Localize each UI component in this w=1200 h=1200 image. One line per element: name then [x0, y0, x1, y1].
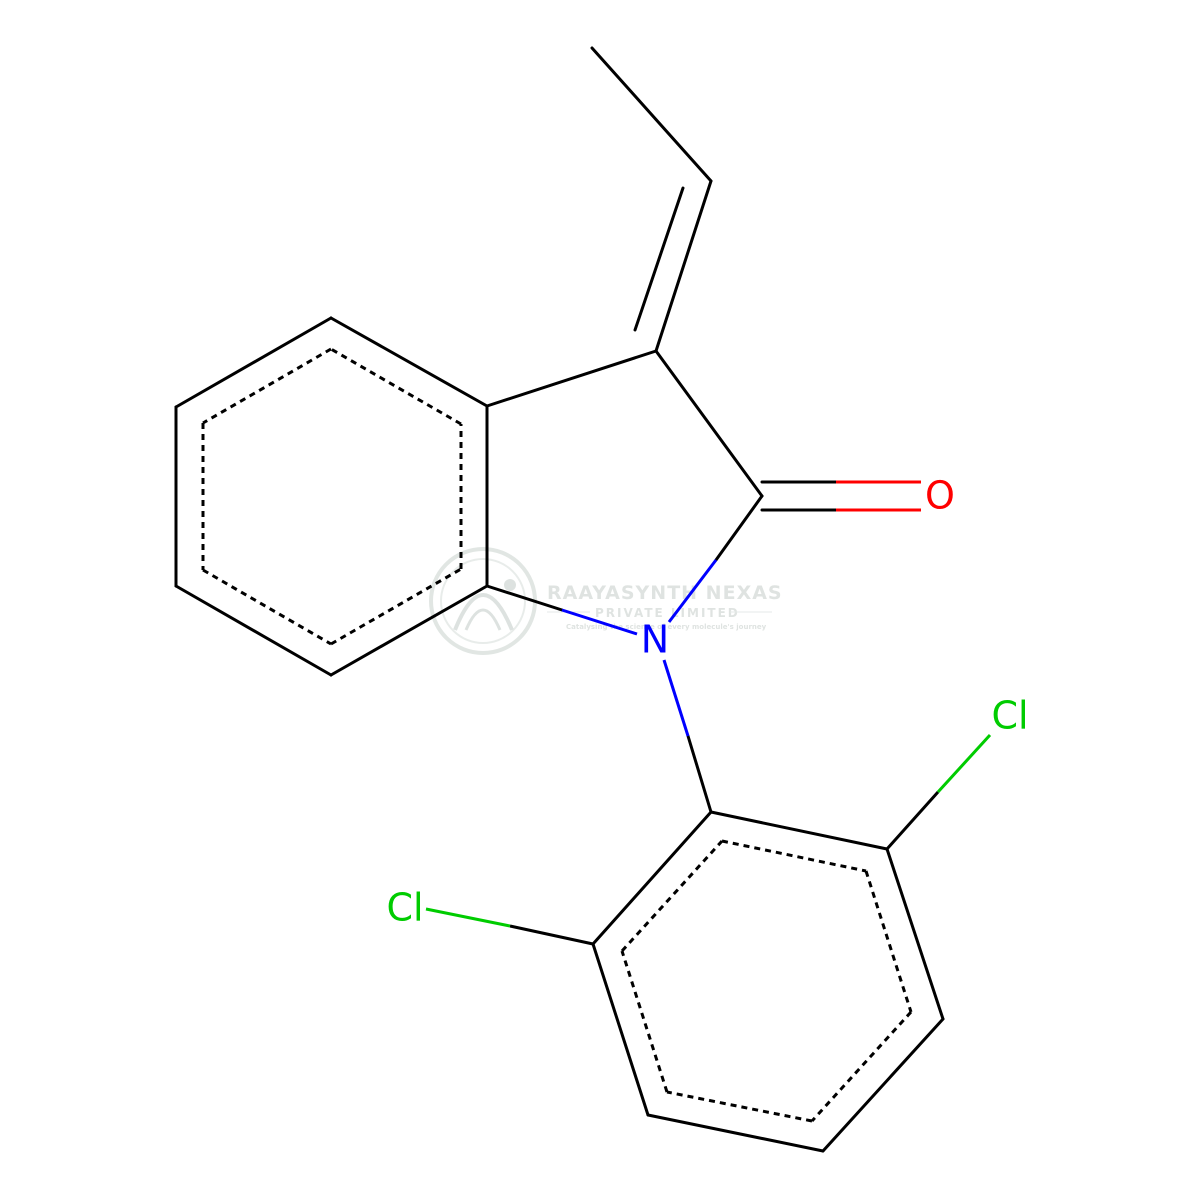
aromatic-aryl-2 [864, 870, 913, 1013]
aromatic-benzo-1 [330, 347, 462, 426]
aromatic-aryl-1 [721, 839, 867, 873]
bond-c7a-n-blue [561, 608, 638, 636]
bond-cl-lower-black [509, 924, 594, 946]
watermark: RAAYASYNTH NEXAS PRIVATE LIMITED Catalys… [429, 547, 783, 655]
watermark-subtitle: PRIVATE LIMITED [595, 606, 740, 620]
aromatic-aryl-4 [666, 1090, 813, 1123]
bond-methyl [590, 46, 713, 183]
chlorine-lower-label: Cl [386, 886, 423, 930]
bond-benzo-2 [174, 316, 333, 409]
aromatic-aryl-3 [810, 1010, 913, 1123]
bond-c7a-n-black [485, 584, 564, 612]
bond-benzo-4 [174, 584, 333, 677]
aromatic-benzo-4 [202, 568, 332, 646]
aromatic-aryl-6 [620, 839, 724, 953]
bond-aryl-3 [821, 1017, 945, 1153]
oxygen-label: O [925, 474, 955, 518]
bond-exocyclic-double-outer [654, 179, 713, 353]
chlorine-upper-label: Cl [991, 694, 1028, 738]
bond-aryl-4 [646, 1113, 825, 1153]
aromatic-dashes [201, 347, 913, 1123]
watermark-tagline: Catalysing the science of every molecule… [566, 623, 767, 631]
watermark-company: RAAYASYNTH NEXAS [547, 582, 783, 604]
bond-c3-c3a [485, 349, 658, 408]
bond-aryl-2 [885, 847, 945, 1021]
bond-cl-upper-black [885, 790, 940, 851]
atom-labels: O N Cl Cl [386, 474, 1028, 930]
bond-cl-lower-green [425, 907, 511, 928]
watermark-logo [429, 547, 537, 655]
bond-benzo-5 [329, 584, 489, 677]
bond-exocyclic-double-inner [633, 186, 685, 332]
hetero-bonds [425, 480, 992, 946]
nitrogen-label: N [641, 618, 669, 662]
aromatic-benzo-2 [202, 347, 332, 425]
aromatic-benzo-5 [330, 567, 462, 646]
bond-aryl-1 [709, 810, 889, 851]
bond-c2-n-black [714, 494, 764, 562]
bond-cl-upper-green [936, 733, 992, 794]
bond-c3-c2 [654, 349, 764, 498]
bond-n-aryl-blue [662, 659, 690, 737]
bond-aryl-5 [591, 942, 650, 1117]
bond-n-aryl-black [686, 734, 713, 814]
bond-aryl-6 [591, 810, 713, 946]
bonds [174, 46, 945, 1153]
bond-benzo-1 [329, 316, 489, 408]
aromatic-aryl-5 [620, 950, 669, 1093]
bond-c2-n-blue [667, 559, 718, 623]
